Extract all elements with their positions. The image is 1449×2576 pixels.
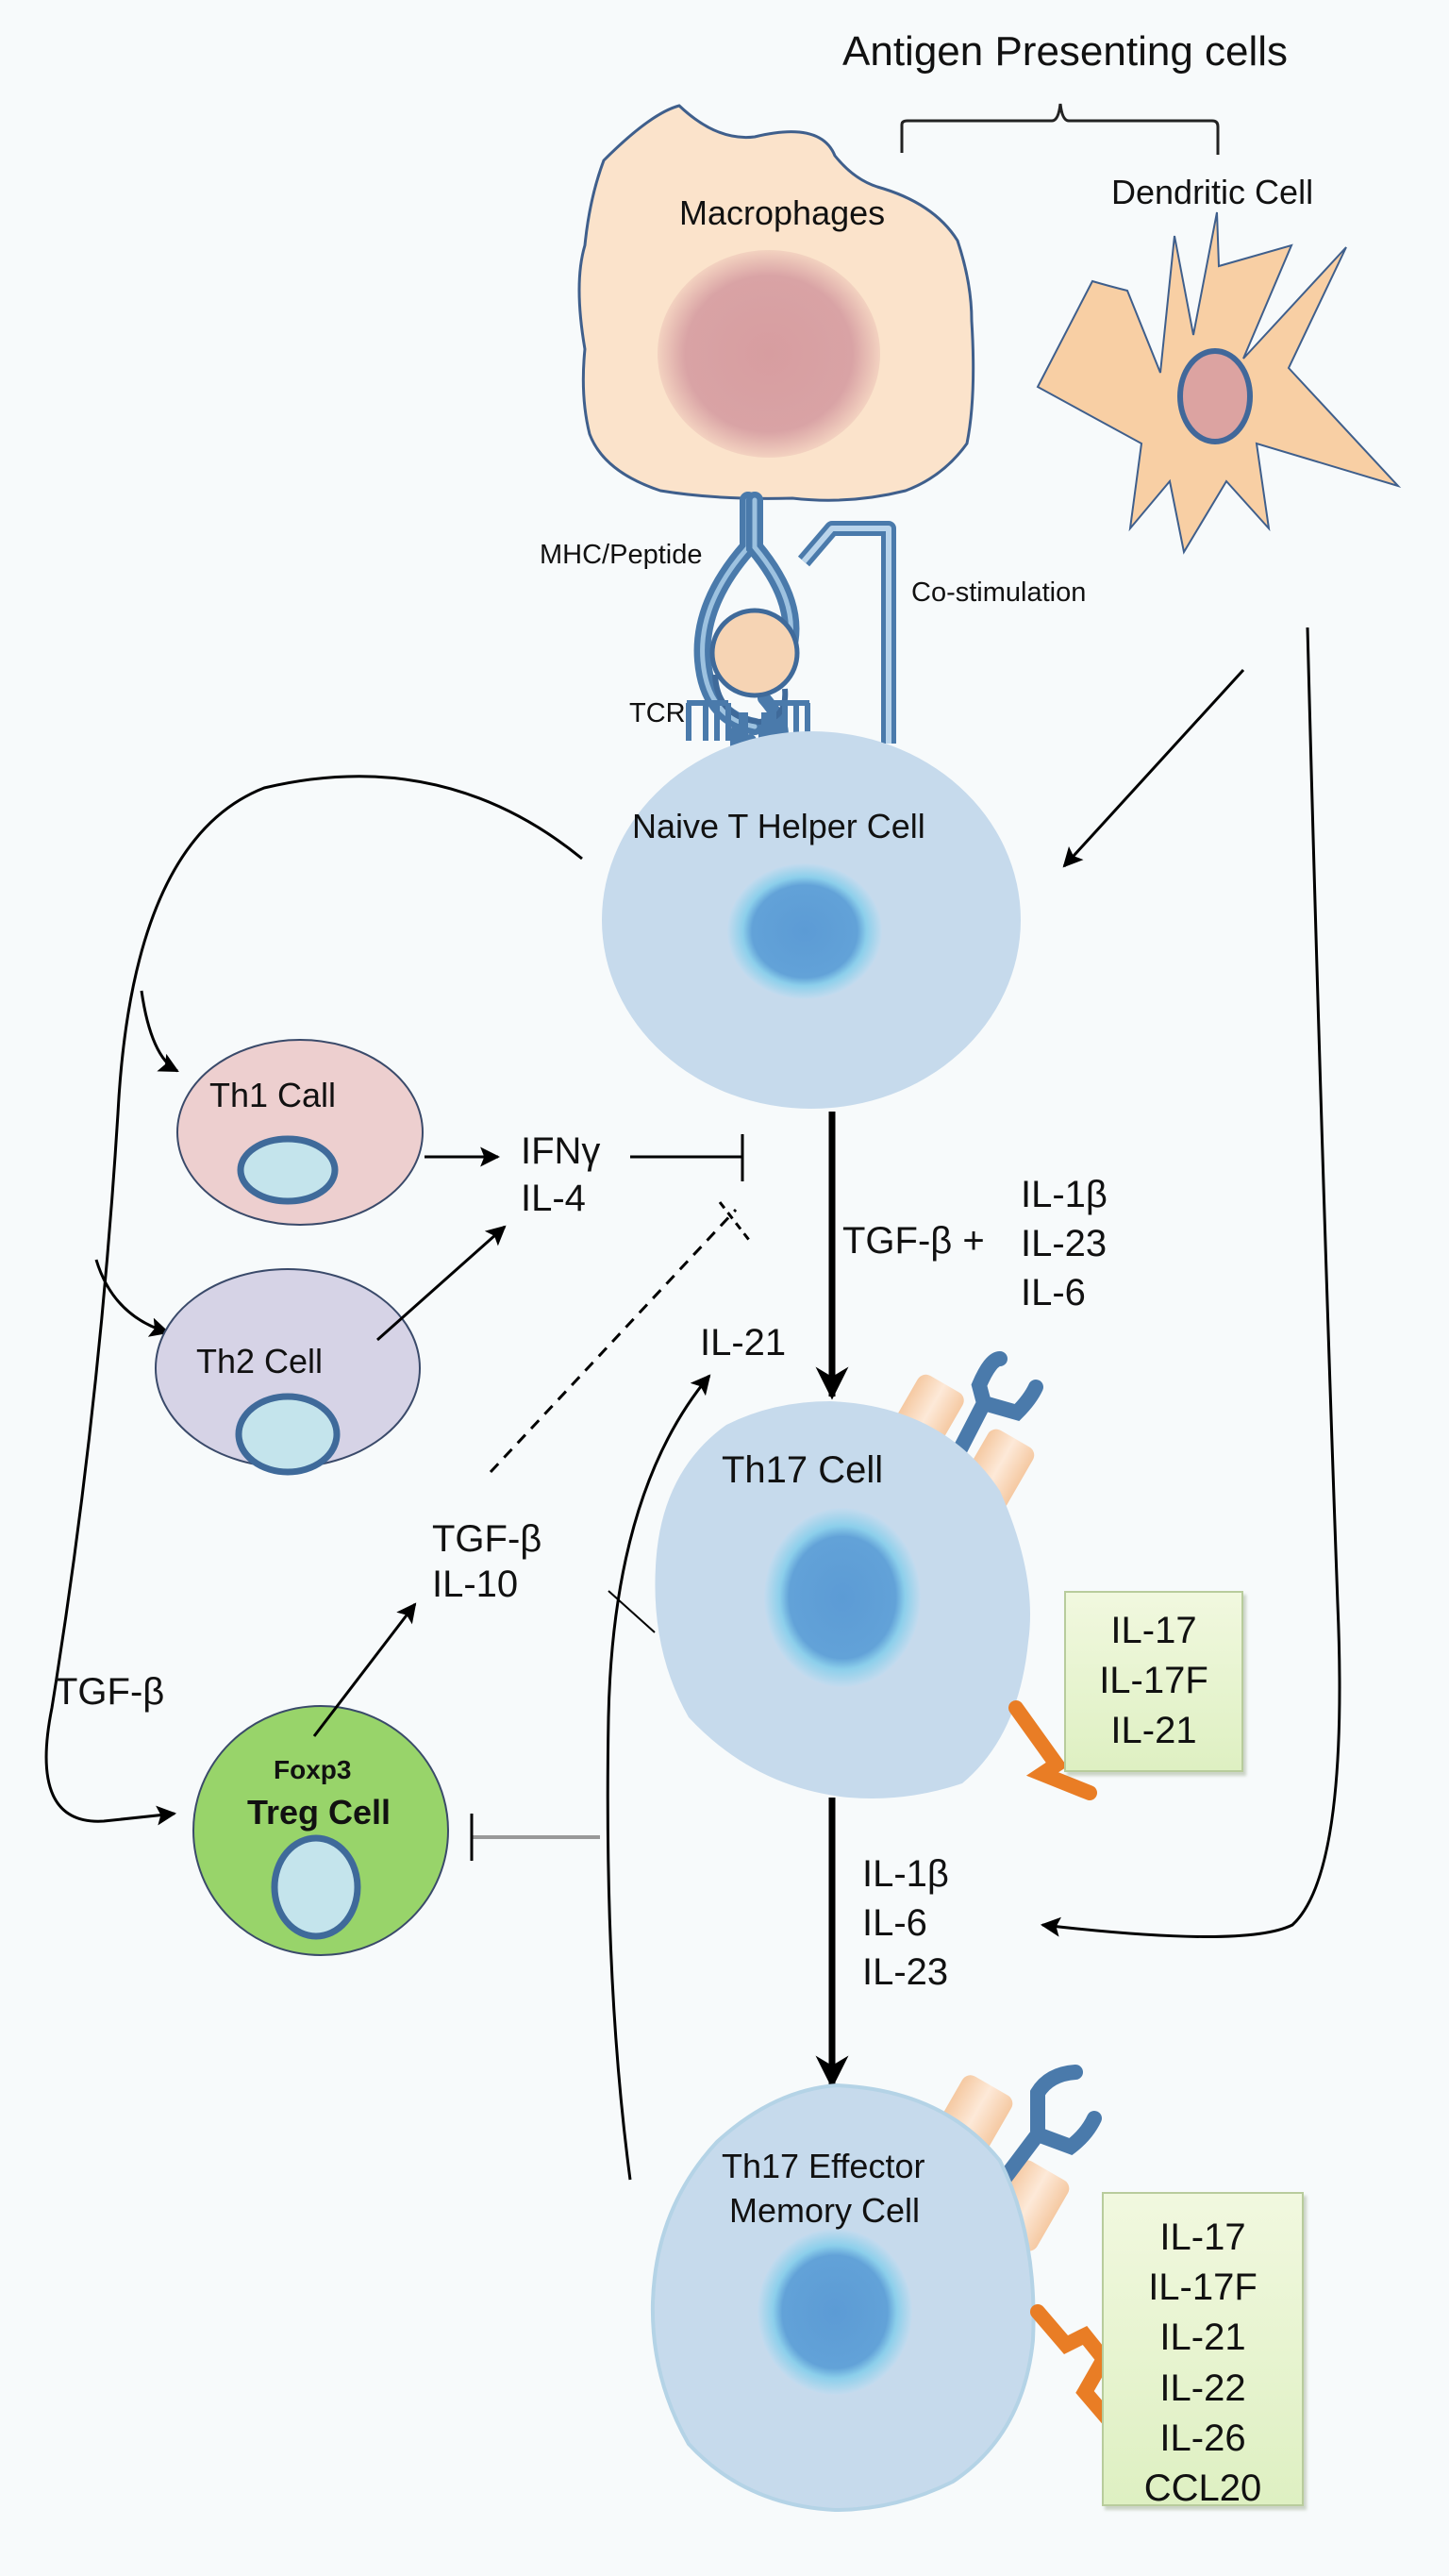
arrow-to-th2 (94, 1259, 171, 1337)
apc-title: Antigen Presenting cells (842, 28, 1289, 75)
arrow-treg-to-tgfb (312, 1602, 417, 1737)
cytokine-il4: IL-4 (521, 1178, 586, 1219)
treg-nucleus (271, 1834, 361, 1940)
apc-bracket (900, 103, 1220, 155)
th2-label: Th2 Cell (196, 1342, 324, 1380)
arrow-naive-to-treg (44, 775, 583, 1826)
treg-cell (192, 1705, 449, 1956)
secreted-ccl20-m: CCL20 (1143, 2467, 1262, 2509)
cytokine-il6: IL-6 (1021, 1272, 1086, 1313)
th17-to-memory-cytokines: IL-1β IL-6 IL-23 (862, 1849, 949, 1997)
naive-label: Naive T Helper Cell (632, 807, 925, 845)
th1-nucleus (237, 1135, 339, 1205)
costim-label: Co-stimulation (911, 577, 1087, 608)
tcr-label: TCR (629, 698, 686, 728)
th1-label: Th1 Call (209, 1076, 337, 1114)
naive-t-nucleus (727, 863, 882, 999)
treg-label-foxp3: Foxp3 (274, 1755, 352, 1784)
cytokine-il23-2: IL-23 (862, 1951, 949, 1993)
macrophage-label: Macrophages (679, 193, 886, 232)
mhc-label: MHC/Peptide (540, 540, 703, 570)
secreted-il17f: IL-17F (1099, 1660, 1208, 1702)
secreted-il17f-m: IL-17F (1148, 2267, 1257, 2309)
arrow-th2-to-il4 (376, 1225, 507, 1342)
peptide (709, 608, 800, 698)
arrow-il21-loop (606, 1374, 711, 2181)
inhibit-treg-dashed-bar (718, 1201, 754, 1245)
arrow-to-th1 (140, 990, 179, 1073)
th2-nucleus (235, 1393, 341, 1476)
th17-nucleus (764, 1508, 921, 1687)
memory-orange-receptor (1030, 2304, 1121, 2433)
secreted-il22-m: IL-22 (1159, 2367, 1246, 2409)
cytokine-il1b: IL-1β (1021, 1174, 1108, 1215)
treg-label: Treg Cell (247, 1793, 391, 1832)
dendritic-label: Dendritic Cell (1111, 173, 1314, 211)
tgfb-left-label: TGF-β (55, 1671, 165, 1713)
secreted-il26-m: IL-26 (1159, 2417, 1246, 2459)
memory-secreted-box: IL-17 IL-17F IL-21 IL-22 IL-26 CCL20 (1102, 2192, 1304, 2509)
macrophage-nucleus (658, 250, 880, 458)
secreted-il17-m: IL-17 (1159, 2216, 1246, 2258)
secreted-il21: IL-21 (1110, 1710, 1197, 1752)
treg-out-cytokines: TGF-β IL-10 (432, 1516, 541, 1607)
cytokine-il1b-2: IL-1β (862, 1853, 949, 1895)
secreted-il21-m: IL-21 (1159, 2317, 1246, 2359)
memory-label-1: Th17 Effector (722, 2147, 925, 2185)
cytokine-il6-2: IL-6 (862, 1902, 927, 1944)
dendritic-nucleus (1177, 348, 1253, 444)
arrow-dc-to-il-memory (1040, 627, 1341, 1938)
tgfb-plus-label: TGF-β + (842, 1220, 985, 1262)
ifng-il4-label: IFNγ IL-4 (521, 1128, 600, 1222)
th17-orange-receptor (1008, 1700, 1097, 1800)
costimulation-highlight (801, 526, 891, 744)
cytokine-il10: IL-10 (432, 1564, 519, 1605)
cytokine-tgfb: TGF-β (432, 1518, 542, 1560)
th17-secreted-box: IL-17 IL-17F IL-21 (1064, 1591, 1243, 1772)
memory-label-2: Memory Cell (729, 2191, 921, 2230)
inhibit-treg-dashed (489, 1208, 738, 1474)
il21-label: IL-21 (700, 1322, 787, 1363)
naive-to-th17-cytokines: IL-1β IL-23 IL-6 (1021, 1170, 1108, 1317)
memory-nucleus (758, 2229, 912, 2395)
arrow-dc-to-naive (1062, 668, 1245, 868)
costimulation-molecule (797, 521, 896, 744)
cytokine-ifng: IFNγ (521, 1130, 601, 1172)
line-th17-to-il21curve (608, 1590, 656, 1633)
secreted-il17: IL-17 (1110, 1610, 1197, 1651)
cytokine-il23: IL-23 (1021, 1223, 1108, 1264)
th17-label: Th17 Cell (722, 1449, 884, 1491)
